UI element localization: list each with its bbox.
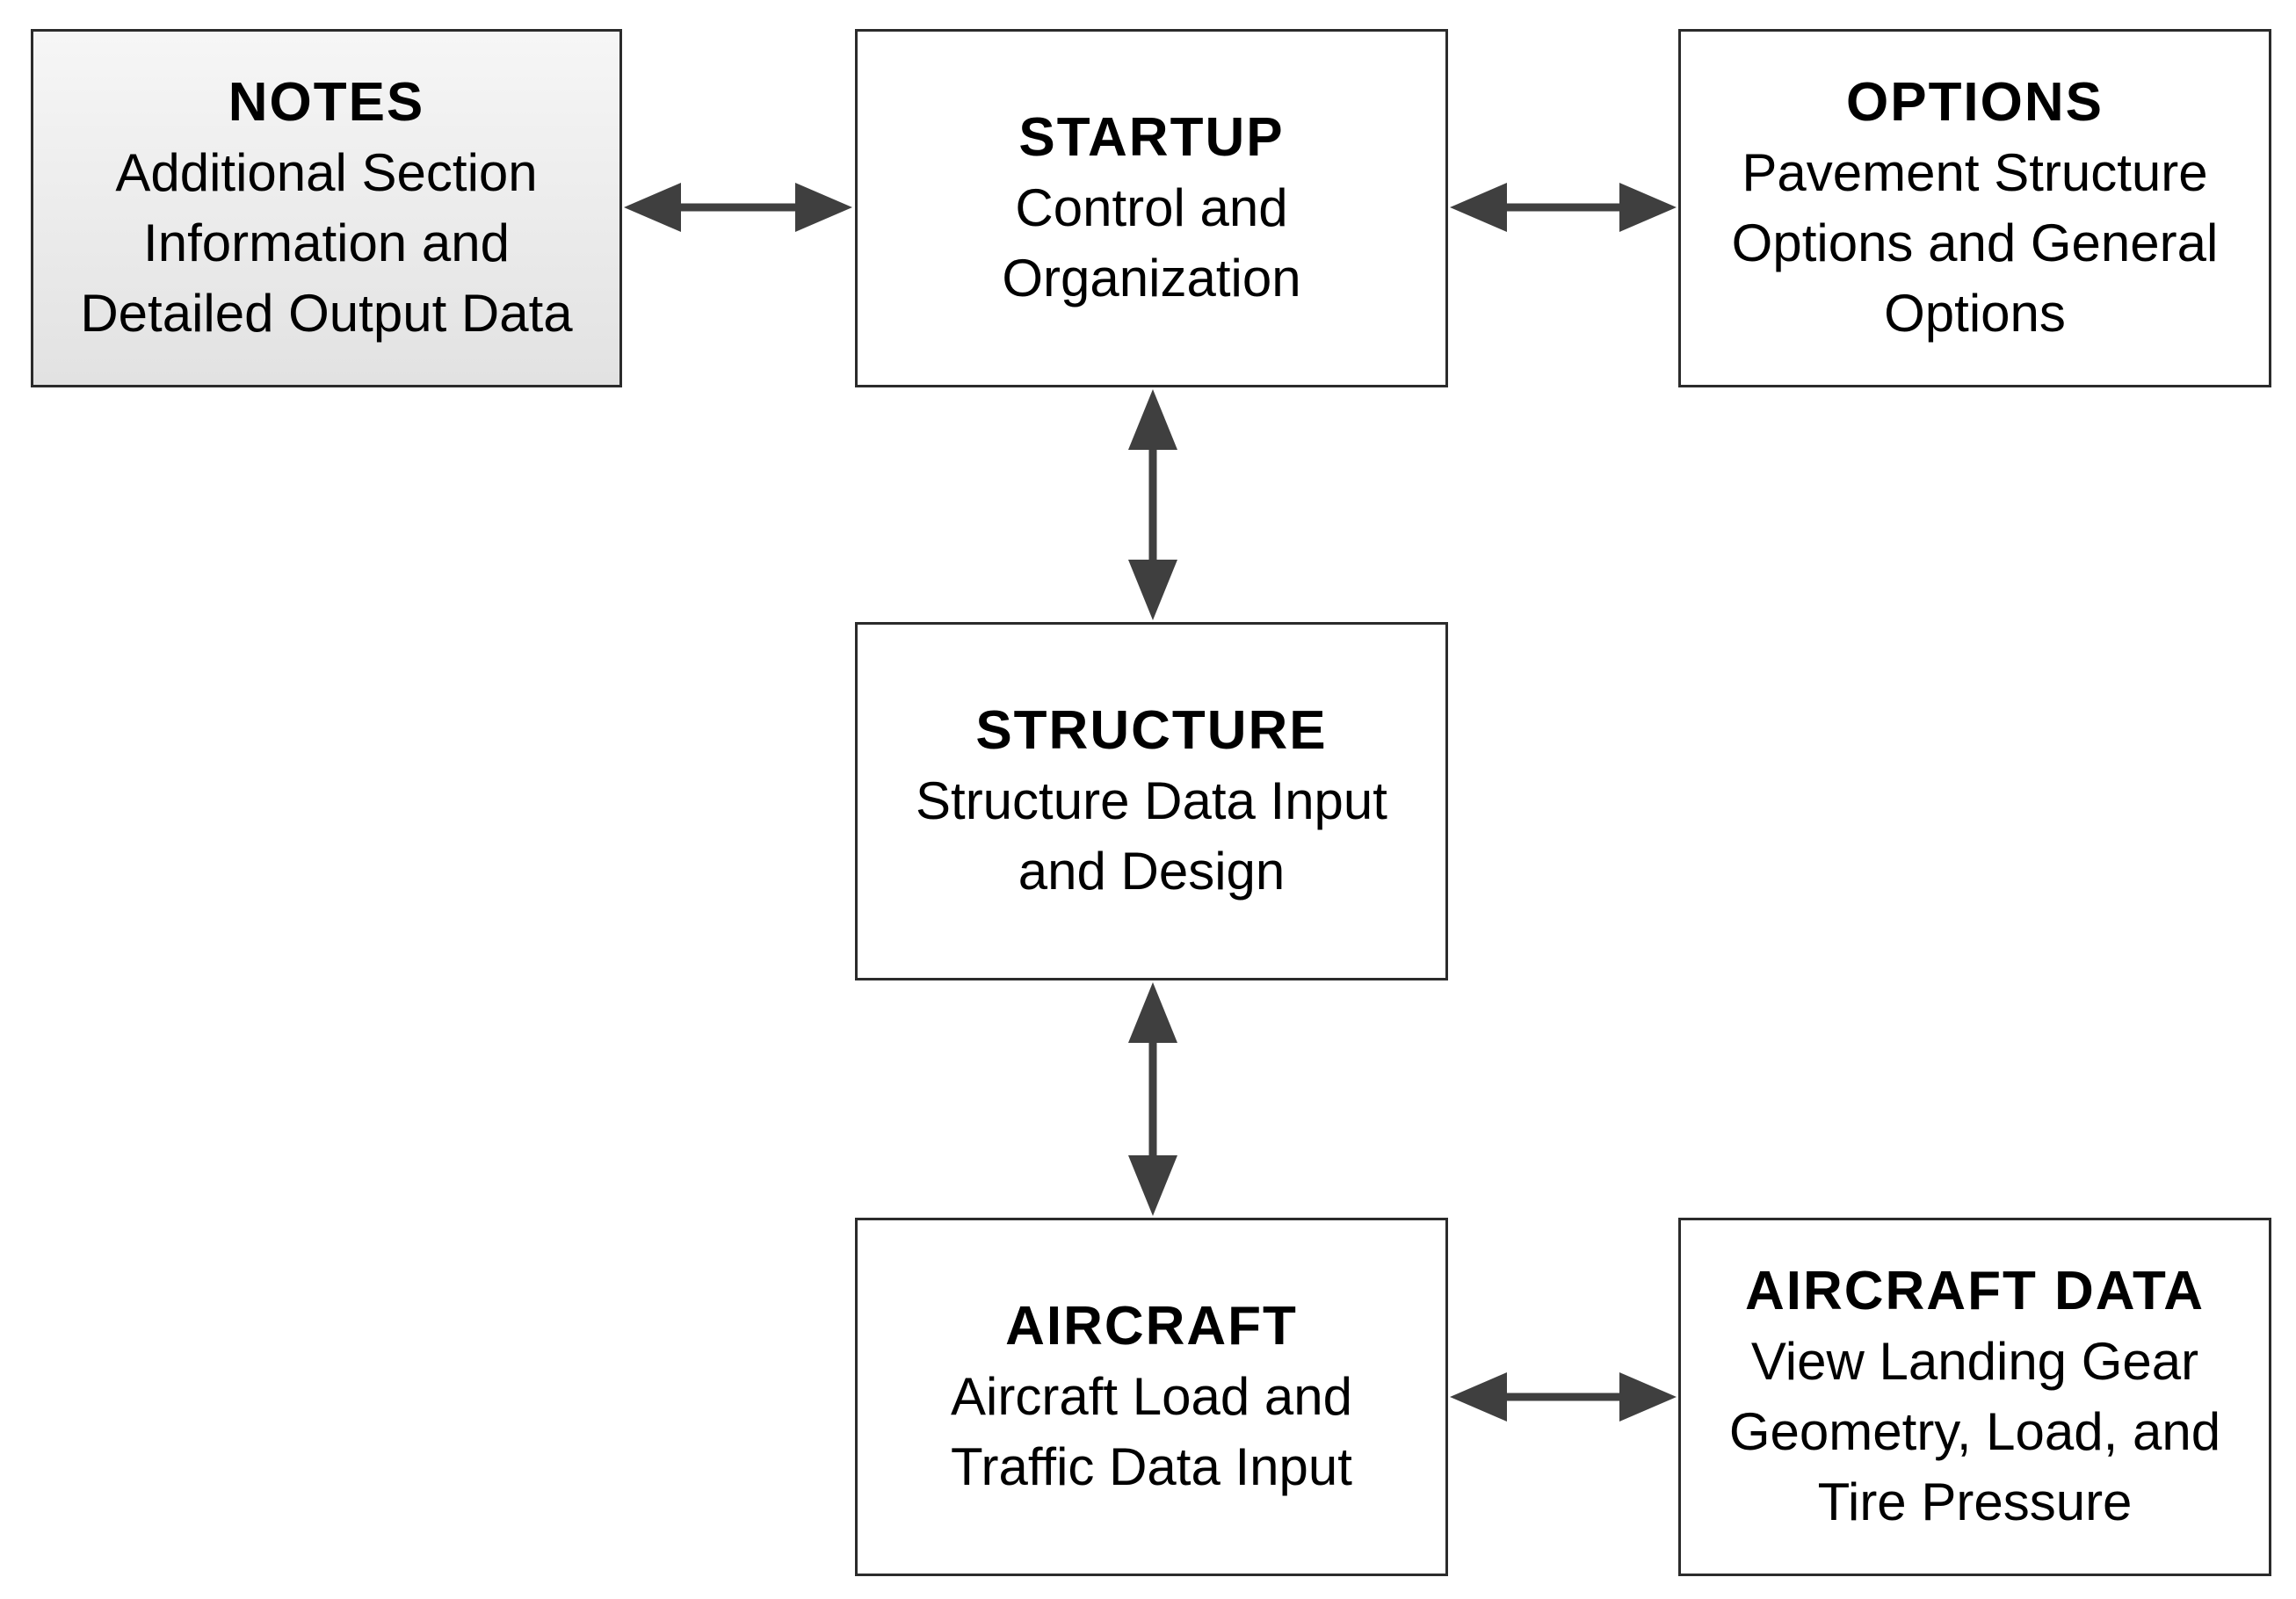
connector-startup-structure: [1128, 389, 1177, 620]
connector-startup-options: [1450, 183, 1677, 232]
startup-line-1: Control and: [1015, 178, 1288, 237]
options-title: OPTIONS: [1845, 72, 2104, 133]
aircraft-line-1: Aircraft Load and: [951, 1367, 1352, 1426]
aircraft-data-box: AIRCRAFT DATA View Landing Gear Geometry…: [1678, 1218, 2271, 1576]
notes-line-3: Detailed Output Data: [80, 284, 573, 343]
startup-line-2: Organization: [1002, 249, 1301, 308]
aircraft-line-2: Traffic Data Input: [951, 1437, 1352, 1496]
notes-box: NOTES Additional Section Information and…: [31, 29, 622, 387]
startup-title: STARTUP: [1018, 107, 1285, 168]
notes-title: NOTES: [228, 72, 425, 133]
options-box: OPTIONS Pavement Structure Options and G…: [1678, 29, 2271, 387]
aircraft-data-title: AIRCRAFT DATA: [1744, 1261, 2205, 1321]
structure-box: STRUCTURE Structure Data Input and Desig…: [855, 622, 1448, 980]
aircraft-box: AIRCRAFT Aircraft Load and Traffic Data …: [855, 1218, 1448, 1576]
notes-line-2: Information and: [143, 213, 510, 272]
aircraft-data-line-1: View Landing Gear: [1750, 1332, 2199, 1391]
connector-structure-aircraft: [1128, 982, 1177, 1216]
aircraft-title: AIRCRAFT: [1005, 1296, 1298, 1357]
connector-aircraft-aircraft-data: [1450, 1372, 1677, 1422]
options-line-2: Options and General: [1731, 213, 2219, 272]
aircraft-data-line-3: Tire Pressure: [1817, 1472, 2133, 1531]
connector-notes-startup: [624, 183, 852, 232]
notes-line-1: Additional Section: [115, 143, 538, 202]
structure-line-2: and Design: [1018, 842, 1286, 901]
aircraft-data-line-2: Geometry, Load, and: [1728, 1402, 2221, 1461]
startup-box: STARTUP Control and Organization: [855, 29, 1448, 387]
structure-title: STRUCTURE: [975, 700, 1328, 761]
structure-line-1: Structure Data Input: [916, 771, 1387, 830]
options-line-3: Options: [1884, 284, 2066, 343]
options-line-1: Pavement Structure: [1742, 143, 2208, 202]
